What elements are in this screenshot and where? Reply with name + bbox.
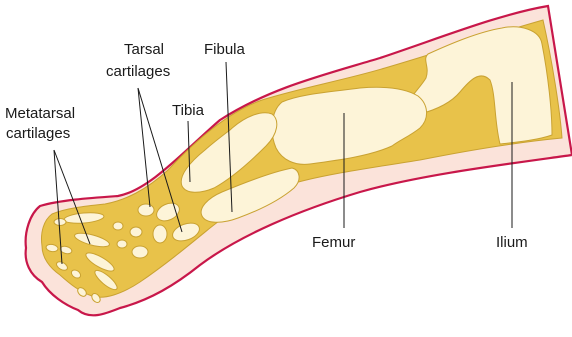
- digit-phalanx: [54, 219, 66, 226]
- metatarsal-label-line1: Metatarsal: [5, 105, 75, 122]
- tarsal-cartilage: [138, 204, 154, 216]
- tibia-label: Tibia: [172, 102, 205, 119]
- tarsal-cartilage: [130, 227, 142, 237]
- tarsal-label-line1: Tarsal: [124, 41, 164, 58]
- metatarsal-label-line2: cartilages: [6, 125, 70, 142]
- tarsal-label-line2: cartilages: [106, 63, 170, 80]
- tarsal-cartilage: [113, 222, 123, 230]
- femur-label: Femur: [312, 234, 355, 251]
- tarsal-cartilage: [132, 246, 148, 258]
- fibula-label: Fibula: [204, 41, 246, 58]
- tarsal-cartilage: [117, 240, 127, 248]
- tarsal-cartilage: [153, 225, 167, 243]
- ilium-label: Ilium: [496, 234, 528, 251]
